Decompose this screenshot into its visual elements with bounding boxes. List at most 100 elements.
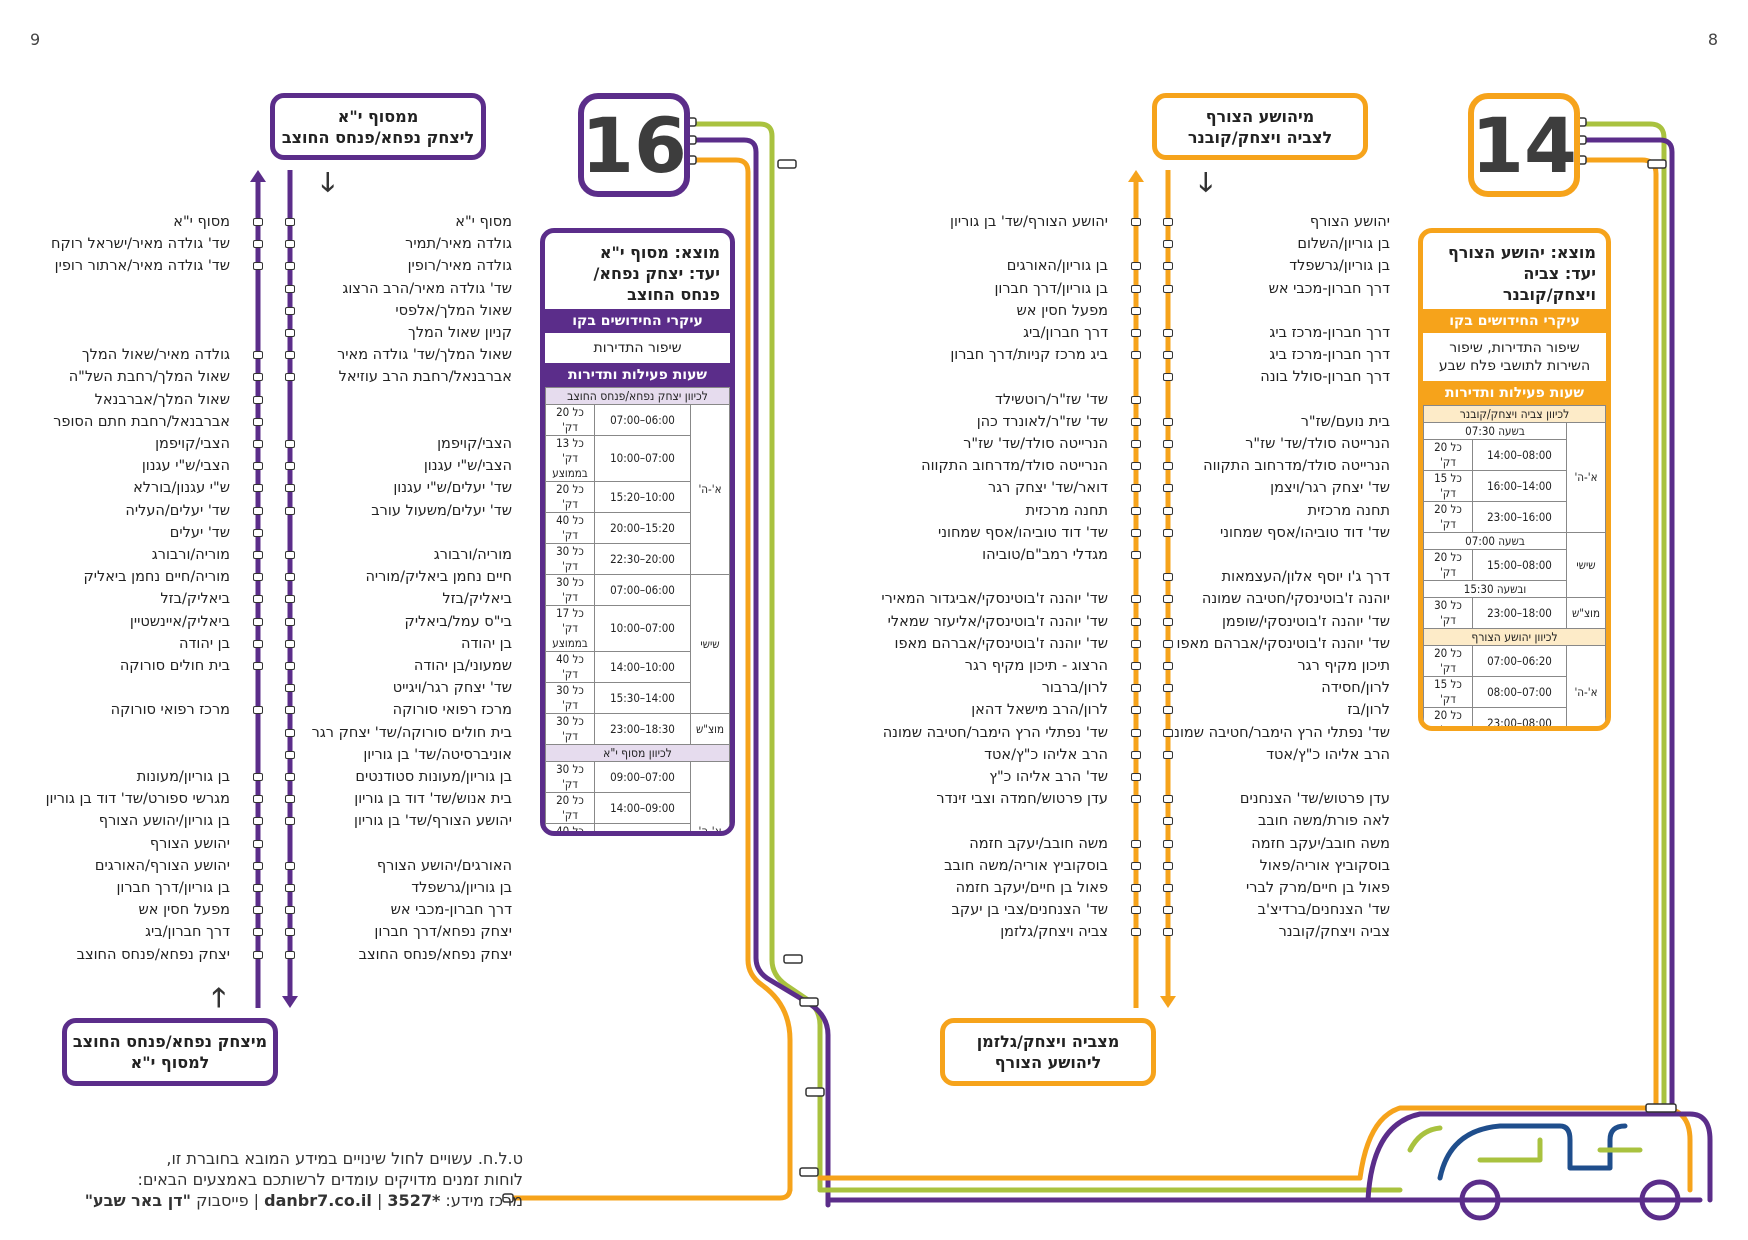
stop-marker bbox=[1131, 706, 1141, 715]
stop-name: דרך חברון-מכבי אש bbox=[1268, 280, 1390, 297]
stop-name: בית נועם/שז"ר bbox=[1300, 413, 1390, 430]
stop-marker bbox=[1163, 417, 1173, 426]
stop-name: הנרייטה סולד/מדרחוב התקווה bbox=[921, 458, 1108, 475]
time-cell: 07:00–08:00 bbox=[1472, 676, 1567, 708]
website-link[interactable]: danbr7.co.il bbox=[264, 1191, 372, 1210]
time-cell: 14:00–15:30 bbox=[594, 682, 691, 714]
footer-line1: ט.ל.ח. עשויים לחול שינויים במידע המובא ב… bbox=[166, 1149, 523, 1168]
stop-marker bbox=[1131, 750, 1141, 759]
direction-header: לכיוון יצחק נפחא/פנחס החוצב bbox=[545, 387, 730, 405]
stop-name: שד' יעלים/ש"י עגנון bbox=[393, 480, 512, 497]
stop-name: אוניברסיטה/שד' בן גוריון bbox=[363, 746, 512, 763]
stop-marker bbox=[1163, 706, 1173, 715]
stop-marker bbox=[285, 861, 295, 870]
stop-marker bbox=[285, 750, 295, 759]
stop-name: בי"ס עמל/ביאליק bbox=[404, 613, 512, 630]
line14-header-top: מיהושע הצורף לצביה ויצחק/קובנר bbox=[1152, 93, 1368, 160]
stop-name: לרון/הרב מישאל דהאן bbox=[971, 702, 1108, 719]
frequency-cell: כל 30 דק' bbox=[545, 761, 595, 793]
stop-marker bbox=[253, 817, 263, 826]
stop-marker bbox=[1131, 906, 1141, 915]
frequency-cell: כל 20 דק' bbox=[1423, 501, 1473, 533]
stop-marker bbox=[1131, 684, 1141, 693]
direction-header: לכיוון יהושע הצורף bbox=[1423, 628, 1606, 646]
line14-info-panel: מוצא: יהושע הצורף יעד: צביה ויצחק/קובנר … bbox=[1418, 228, 1611, 731]
stop-name: מרכז רפואי סורוקה bbox=[110, 702, 230, 719]
stop-name: לאה פורת/משה חובב bbox=[1257, 813, 1390, 830]
stop-marker bbox=[1131, 395, 1141, 404]
time-cell: 14:00–19:00 bbox=[594, 823, 691, 831]
frequency-cell: כל 13 דק' בממוצע bbox=[545, 435, 595, 482]
stop-marker bbox=[285, 351, 295, 360]
stop-name: חיים נחמן ביאליק/מוריה bbox=[365, 569, 512, 586]
stop-marker bbox=[285, 884, 295, 892]
stop-name: דרך חברון/ביג bbox=[145, 924, 230, 941]
stop-marker bbox=[285, 284, 295, 293]
stop-name: יוהנה ז'בוטינסקי/חטיבה שמונה bbox=[1201, 591, 1390, 608]
day-cell: מוצ"ש bbox=[690, 713, 730, 745]
frequency-cell: כל 30 דק' bbox=[545, 574, 595, 606]
stop-name: מגרשי ספורט/שד' דוד בן גוריון bbox=[45, 791, 230, 808]
stop-name: שד' יצחק רגר/ויגייט bbox=[392, 680, 512, 697]
bus-outline-orange bbox=[1357, 1105, 1693, 1193]
stop-marker bbox=[285, 684, 295, 693]
stop-marker bbox=[1131, 795, 1141, 804]
stop-marker bbox=[285, 906, 295, 915]
line16-header-bottom: מיצחק נפחא/פנחס החוצב למסוף י"א bbox=[62, 1018, 278, 1086]
stop-name: דרך ג'ו יוסף אלון/העצמאות bbox=[1221, 569, 1390, 586]
stop-marker bbox=[1131, 506, 1141, 515]
stop-name: בן גוריון/השלום bbox=[1297, 236, 1390, 253]
stop-name: מוריה/ורבורג bbox=[151, 547, 230, 563]
time-cell: 06:00–07:00 bbox=[594, 404, 691, 436]
stop-marker bbox=[253, 218, 263, 226]
time-cell: 08:00–15:00 bbox=[1472, 549, 1567, 581]
stop-marker bbox=[253, 573, 263, 582]
stop-marker bbox=[1163, 861, 1173, 870]
stop-marker bbox=[1163, 795, 1173, 804]
stop-marker bbox=[253, 373, 263, 382]
frequency-cell: כל 20 דק' bbox=[1423, 549, 1473, 581]
info-center-label: מרכז מידע: bbox=[445, 1191, 523, 1210]
stop-name: בן יהודה bbox=[179, 635, 230, 652]
stop-name: שד' יוהנה ז'בוטינסקי/אברהם מאפו bbox=[894, 635, 1108, 652]
dest-value: צביה ויצחק/קובנר bbox=[1502, 264, 1596, 304]
stop-name: שד' דוד טוביהו/אסף שמחוני bbox=[1219, 524, 1390, 541]
stop-name: בית אנוש/שד' דוד בן גוריון bbox=[354, 791, 512, 808]
stop-name: דרך חברון/ביג bbox=[1023, 325, 1108, 341]
stop-marker bbox=[253, 950, 263, 959]
frequency-cell: כל 30 דק' bbox=[545, 543, 595, 575]
stop-name: דרך חברון-מכבי אש bbox=[390, 902, 512, 919]
stop-name: יצחק נפחא/פנחס החוצב bbox=[76, 946, 230, 963]
time-cell: 08:00–23:00 bbox=[1472, 707, 1567, 726]
stop-name: בן גוריון/דרך חברון bbox=[116, 880, 230, 896]
line14-changes-text: שיפור התדירות, שיפור השירות לתושבי פלח ש… bbox=[1438, 340, 1591, 374]
line14-hours-title: שעות פעילות ותדירות bbox=[1423, 381, 1606, 405]
time-cell: 07:00–10:00 bbox=[594, 435, 691, 482]
line14-changes-title: עיקרי החידושים בקו bbox=[1423, 309, 1606, 333]
facebook-link[interactable]: "דן באר שבע" bbox=[84, 1191, 191, 1210]
stop-name: שד' הרב אליהו כ"ץ bbox=[989, 769, 1108, 785]
origin-label: מוצא: bbox=[674, 243, 720, 262]
stop-marker bbox=[253, 262, 263, 271]
stop-marker bbox=[1163, 684, 1173, 693]
line16-header-top: ממסוף י"א ליצחק נפחא/פנחס החוצב bbox=[270, 93, 486, 160]
line14-header-bottom: מצביה ויצחק/גלזמן ליהושע הצורף bbox=[940, 1018, 1156, 1086]
stop-name: עדן פרטוש/חמדה וצבי זינדר bbox=[936, 791, 1108, 808]
dest-label: יעד: bbox=[1564, 264, 1596, 283]
info-center-phone[interactable]: *3527 bbox=[387, 1191, 441, 1210]
stop-marker bbox=[253, 773, 263, 781]
frequency-cell: כל 40 דק' bbox=[545, 823, 595, 831]
stop-marker bbox=[1163, 839, 1173, 848]
stop-marker bbox=[253, 240, 263, 249]
stop-marker bbox=[1163, 639, 1173, 648]
stop-name: דרך חברון-סולל בונה bbox=[1260, 369, 1390, 386]
stop-name: הרצוג - תיכון מקיף רגר bbox=[964, 658, 1108, 674]
